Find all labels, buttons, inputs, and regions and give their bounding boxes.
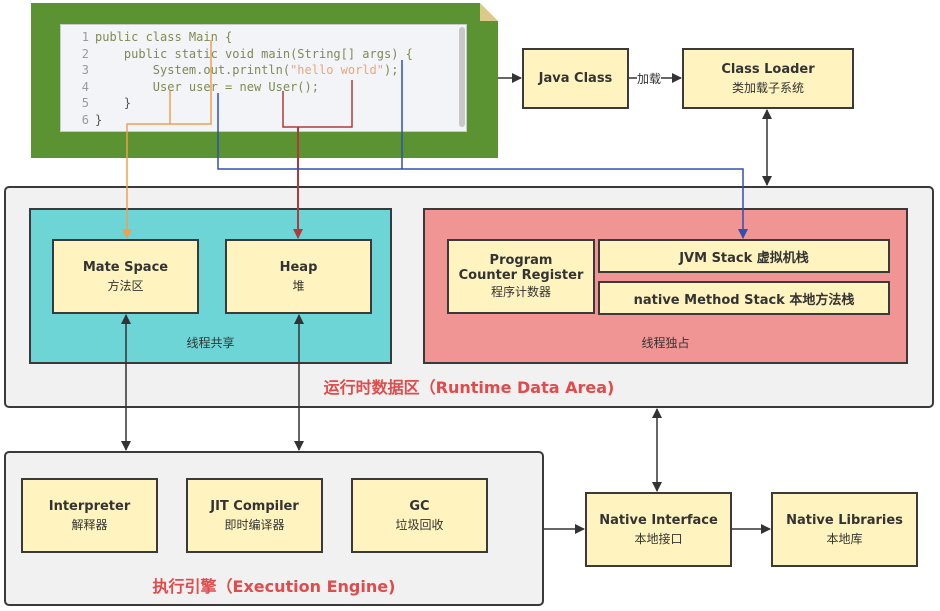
page-fold-corner — [480, 3, 498, 21]
code-line-4: 4 User user = new User(); — [81, 79, 319, 94]
code-line-6: 6} — [81, 112, 103, 127]
code-scrollbar[interactable] — [459, 27, 465, 127]
jit-compiler-box[interactable]: JIT Compiler 即时编译器 — [186, 478, 323, 553]
class-loader-box[interactable]: Class Loader 类加载子系统 — [682, 48, 854, 109]
code-line-5: 5 } — [81, 96, 132, 110]
load-edge-label: 加载 — [637, 70, 662, 87]
code-line-3: 3 System.out.println("hello world"); — [81, 63, 399, 77]
native-interface-box[interactable]: Native Interface 本地接口 — [585, 492, 732, 567]
wire-orange-to-meta-space — [122, 40, 212, 239]
wire-blue-to-jvm-stack — [217, 93, 748, 239]
string-literal: "hello world" — [290, 63, 384, 77]
java-class-box[interactable]: Java Class — [522, 48, 629, 109]
thread-exclusive-caption: 线程独占 — [641, 336, 690, 350]
runtime-data-area-title: 运行时数据区（Runtime Data Area) — [323, 378, 615, 397]
interpreter-box[interactable]: Interpreter 解释器 — [21, 478, 158, 553]
wire-darkred-bracket — [282, 80, 353, 128]
gc-box[interactable]: GC 垃圾回收 — [351, 478, 488, 553]
native-libraries-box[interactable]: Native Libraries 本地库 — [771, 492, 918, 567]
code-line-2: 2 public static void main(String[] args)… — [81, 46, 413, 61]
execution-engine-title: 执行引擎（Execution Engine) — [152, 577, 396, 596]
native-method-stack-box[interactable]: native Method Stack 本地方法栈 — [598, 281, 890, 315]
meta-space-box[interactable]: Mate Space 方法区 — [52, 239, 199, 314]
heap-box[interactable]: Heap 堆 — [225, 239, 372, 314]
thread-shared-caption: 线程共享 — [186, 336, 235, 350]
program-counter-register-box[interactable]: Program Counter Register 程序计数器 — [447, 239, 595, 314]
jvm-stack-box[interactable]: JVM Stack 虚拟机栈 — [598, 239, 890, 273]
